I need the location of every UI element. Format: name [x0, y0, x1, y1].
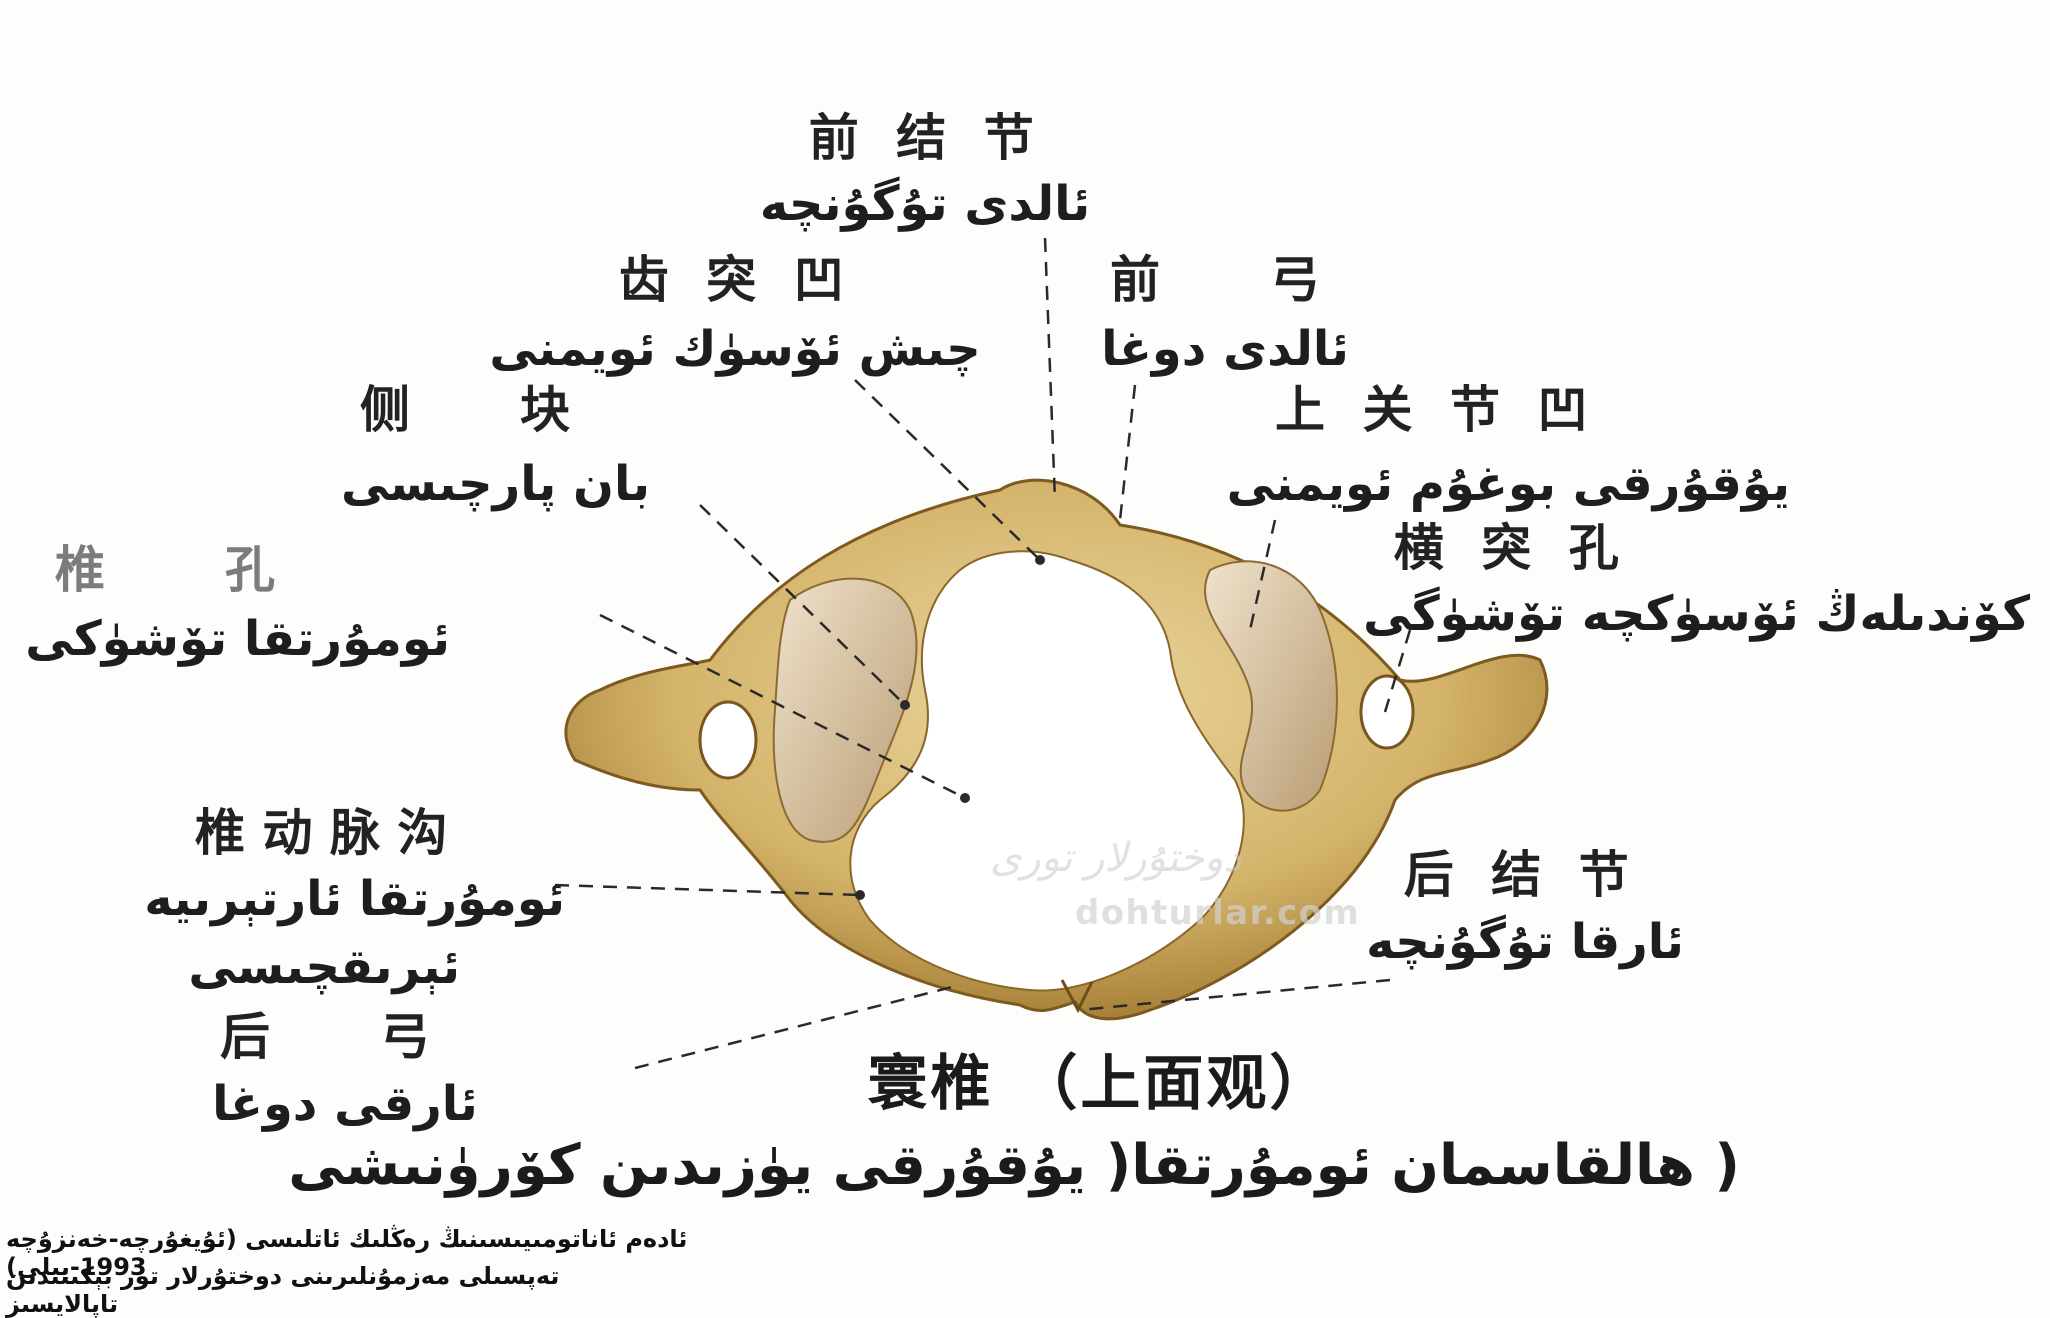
label-superior-articular-fovea-ug: يۇقۇرقى بوغۇم ئويمنى	[1226, 456, 1790, 512]
leader-posterior-tubercle	[1079, 978, 1391, 1012]
watermark-url: dohturlar.com	[1075, 893, 1361, 933]
vertebral-foramen-shape	[849, 550, 1245, 992]
label-dens-fovea-ug: چىش ئۆسۈك ئويمنى	[489, 321, 981, 377]
label-posterior-tubercle-zh: 后结节	[1403, 846, 1667, 904]
label-vertebral-artery-groove-ug-1: ئومۇرتقا ئارتېرىيە	[144, 871, 565, 927]
leader-anterior-arch	[1118, 384, 1137, 521]
label-vertebral-artery-groove-zh: 椎动脉沟	[195, 804, 465, 862]
label-vertebral-foramen-zh: 椎孔	[55, 541, 395, 599]
label-posterior-arch-ug: ئارقى دوغا	[212, 1076, 478, 1132]
leader-dot-vertebral-artery-groove	[855, 890, 865, 900]
label-transverse-foramen-ug: كۆندىلەڭ ئۆسۈكچە تۆشۈگى	[1363, 586, 2030, 642]
leader-dot-lateral-mass	[900, 700, 910, 710]
left-articular-facet	[772, 577, 918, 843]
label-lateral-mass-ug: بان پارچىسى	[341, 456, 650, 512]
label-dens-fovea-zh: 齿突凹	[618, 251, 882, 309]
label-anterior-tubercle-zh: 前结节	[808, 109, 1072, 167]
posterior-tubercle-notch	[1060, 979, 1094, 1014]
label-vertebral-foramen-ug: ئومۇرتقا تۆشۈكى	[25, 611, 450, 667]
label-posterior-arch-zh: 后弓	[220, 1008, 540, 1066]
label-anterior-arch-zh: 前弓	[1110, 251, 1430, 309]
leader-anterior-tubercle	[1043, 237, 1057, 501]
caption-title-zh: 寰椎 （上面观）	[867, 1049, 1333, 1119]
footer-website-note: تەپسىلى مەزمۇنلىرىنى دوختۇرلار تور بېكىت…	[6, 1262, 560, 1318]
footer-source: ئادەم ئاناتومىيىسىنىڭ رەڭلىك ئاتلىسى (ئۇ…	[6, 1225, 688, 1281]
label-vertebral-artery-groove-ug-2: ئېرىقچىسى	[188, 939, 460, 995]
label-posterior-tubercle-ug: ئارقا تۇگۇنچە	[1366, 914, 1684, 970]
leader-dens-fovea	[854, 379, 1041, 561]
caption-title-ug: ( ھالقاسمان ئومۇرتقا( يۇقۇرقى يۈزىدىن كۆ…	[288, 1133, 1740, 1198]
leader-vertebral-foramen	[599, 613, 966, 800]
right-articular-facet	[1204, 560, 1338, 812]
leader-vertebral-artery-groove	[554, 883, 861, 897]
leader-superior-articular-fovea	[1248, 519, 1277, 631]
right-transverse-foramen-shape	[1359, 674, 1415, 750]
left-transverse-foramen-shape	[698, 700, 758, 780]
label-anterior-arch-ug: ئالدى دوغا	[1101, 321, 1349, 377]
watermark-text: دوختۇرلار تورى	[990, 835, 1242, 881]
leader-dot-dens-fovea	[1035, 555, 1045, 565]
label-lateral-mass-zh: 侧块	[360, 381, 680, 439]
leader-dot-vertebral-foramen	[960, 793, 970, 803]
label-anterior-tubercle-ug: ئالدى تۇگۇنچە	[759, 176, 1091, 232]
label-superior-articular-fovea-zh: 上关节凹	[1275, 381, 1625, 439]
label-transverse-foramen-zh: 横突孔	[1393, 519, 1657, 577]
leader-posterior-arch	[634, 983, 961, 1070]
